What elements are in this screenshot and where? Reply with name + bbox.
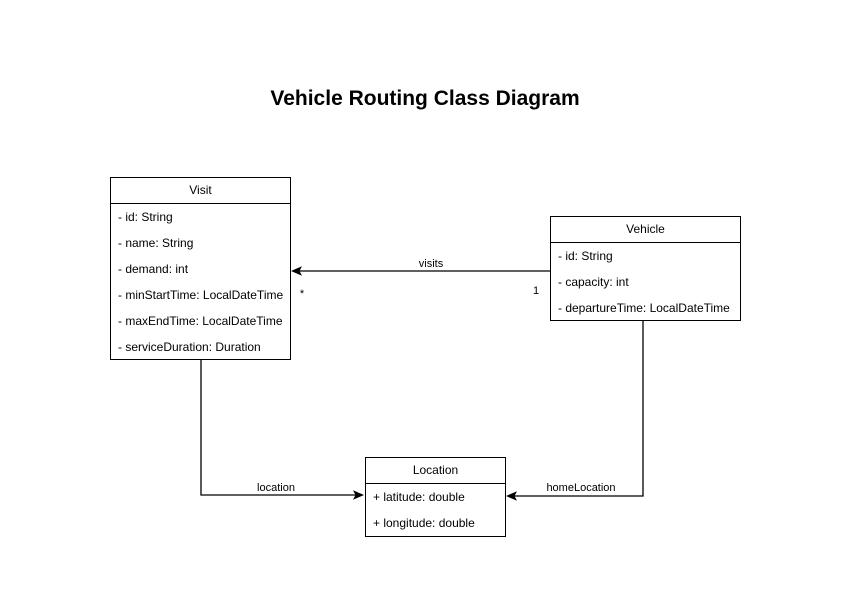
- class-name-visit: Visit: [111, 178, 290, 204]
- class-attribute: - name: String: [118, 236, 194, 250]
- association-homelocation-line: [514, 321, 644, 497]
- class-attribute: + latitude: double: [373, 490, 465, 504]
- class-box-visit[interactable]: Visit - id: String - name: String - dema…: [110, 177, 291, 360]
- class-attribute: - serviceDuration: Duration: [118, 340, 261, 354]
- association-location[interactable]: location: [200, 360, 364, 500]
- class-attribute: - id: String: [558, 249, 613, 263]
- class-attribute: - id: String: [118, 210, 173, 224]
- association-location-line: [200, 360, 356, 496]
- association-visits-label: visits: [419, 258, 444, 270]
- class-attribute: - minStartTime: LocalDateTime: [118, 288, 284, 302]
- arrowhead-left-icon: [291, 266, 302, 276]
- class-name-vehicle: Vehicle: [551, 217, 740, 243]
- class-attribute: - departureTime: LocalDateTime: [558, 301, 730, 315]
- class-attribute: - capacity: int: [558, 275, 629, 289]
- class-attribute: + longitude: double: [373, 516, 475, 530]
- multiplicity-visit-end: *: [300, 288, 305, 300]
- class-box-location[interactable]: Location + latitude: double + longitude:…: [365, 457, 506, 537]
- arrowhead-right-icon: [353, 490, 364, 500]
- class-box-vehicle[interactable]: Vehicle - id: String - capacity: int - d…: [550, 216, 741, 321]
- class-name-location: Location: [366, 458, 505, 484]
- association-homelocation-label: homeLocation: [546, 482, 615, 494]
- diagram-title: Vehicle Routing Class Diagram: [270, 87, 580, 110]
- association-location-label: location: [257, 482, 295, 494]
- association-homelocation[interactable]: homeLocation: [506, 321, 644, 501]
- class-attribute: - demand: int: [118, 262, 189, 276]
- arrowhead-left-icon: [506, 491, 517, 501]
- class-attribute: - maxEndTime: LocalDateTime: [118, 314, 283, 328]
- multiplicity-vehicle-end: 1: [533, 285, 539, 297]
- association-visits[interactable]: visits * 1: [291, 258, 550, 300]
